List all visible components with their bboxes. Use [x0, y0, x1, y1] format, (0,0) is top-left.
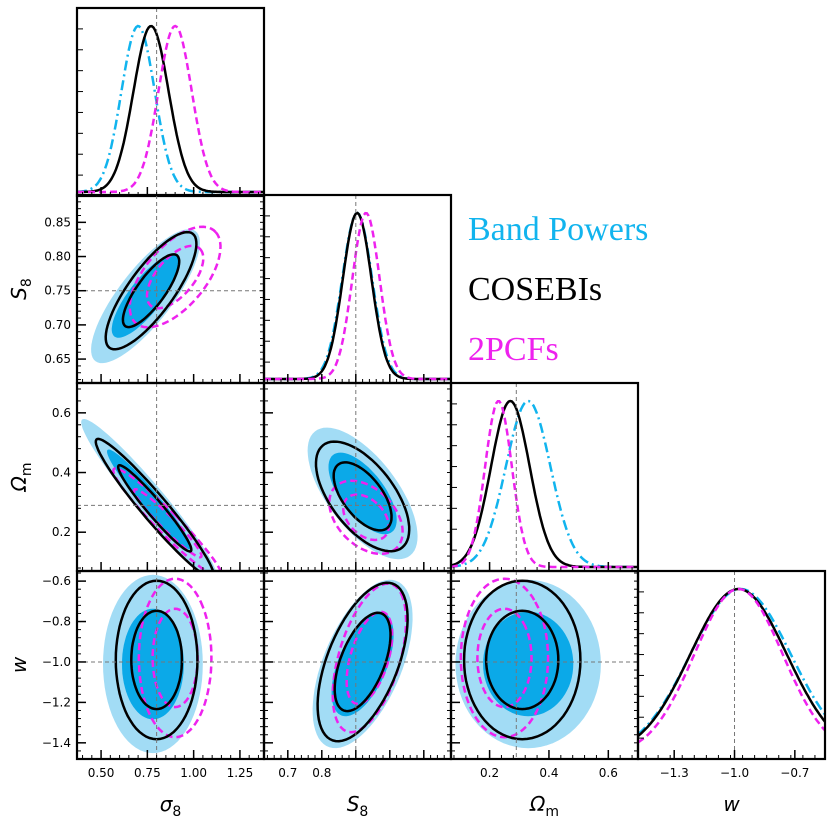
- x-tick-label: 0.8: [312, 766, 331, 780]
- legend-2pcfs: 2PCFs: [468, 331, 559, 368]
- contour-band-powers-68-Om_S8: [328, 452, 397, 535]
- y-tick-label: 0.6: [52, 406, 71, 420]
- y-tick-label: 0.85: [44, 215, 71, 229]
- panel-w-S8: [262, 569, 453, 761]
- y-tick-label: 0.70: [44, 318, 71, 332]
- y-tick-label: −1.2: [42, 695, 71, 709]
- marginal-band-powers-w: [638, 587, 825, 736]
- x-axis-label-S8: S8: [347, 792, 369, 820]
- x-tick-label: 0.7: [278, 766, 297, 780]
- contour-2pcfs-95-Om_S8: [328, 479, 404, 556]
- x-tick-label: −0.7: [780, 766, 809, 780]
- y-tick-label: 0.2: [52, 525, 71, 539]
- x-tick-label: 0.2: [480, 766, 499, 780]
- panel-S8-S8: [262, 193, 453, 385]
- y-tick-label: −0.8: [42, 615, 71, 629]
- panel-frame: [449, 381, 640, 573]
- x-tick-label: 1.00: [180, 766, 207, 780]
- y-axis-label-w: w: [7, 656, 31, 673]
- contour-band-powers-68-Om_s8: [107, 449, 192, 550]
- y-axis-label-Om: Ωm: [7, 463, 35, 493]
- x-tick-label: 1.25: [227, 766, 254, 780]
- legend-band-powers: Band Powers: [468, 211, 648, 248]
- panels-layer: [75, 6, 827, 761]
- contour-cosebis-95-Om_S8: [314, 440, 411, 553]
- y-tick-label: 0.65: [44, 352, 71, 366]
- marginal-2pcfs-w: [638, 587, 825, 744]
- marginal-cosebis-S8: [264, 211, 451, 381]
- x-axis-label-Om: Ωm: [529, 792, 559, 820]
- y-tick-label: −1.0: [42, 655, 71, 669]
- y-tick-label: 0.80: [44, 250, 71, 264]
- contour-cosebis-68-S8_s8: [121, 253, 181, 329]
- marginal-band-powers-s8: [77, 24, 264, 194]
- x-tick-label: 0.50: [88, 766, 115, 780]
- panel-w-Om: [449, 569, 640, 761]
- contour-cosebis-68-w_S8: [333, 611, 392, 713]
- contour-cosebis-95-w_s8: [114, 579, 199, 741]
- contour-2pcfs-68-w_Om: [476, 607, 533, 709]
- legend: Band Powers COSEBIs 2PCFs: [468, 211, 648, 368]
- panel-frame: [636, 569, 827, 761]
- contour-cosebis-95-Om_s8: [94, 437, 215, 571]
- contour-cosebis-95-w_S8: [316, 581, 409, 743]
- marginal-band-powers-S8: [264, 211, 451, 381]
- contour-band-powers-68-w_S8: [331, 611, 394, 717]
- x-tick-label: 0.4: [539, 766, 558, 780]
- marginal-2pcfs-Om: [451, 400, 638, 569]
- y-tick-label: −0.6: [42, 574, 71, 588]
- x-axis-label-s8: σ8: [160, 792, 182, 820]
- panel-w-w: [636, 569, 827, 761]
- panel-S8-s8: [75, 193, 266, 385]
- x-tick-label: −1.0: [720, 766, 749, 780]
- panel-frame: [262, 193, 453, 385]
- marginal-2pcfs-s8: [77, 24, 264, 194]
- y-axis-label-S8: S8: [7, 278, 35, 300]
- panel-w-s8: [75, 569, 266, 761]
- marginal-cosebis-w: [638, 587, 825, 737]
- panel-Om-Om: [449, 381, 640, 573]
- contour-2pcfs-95-S8_s8: [128, 225, 222, 329]
- x-tick-label: −1.3: [660, 766, 689, 780]
- contour-2pcfs-95-w_s8: [137, 577, 213, 739]
- contour-2pcfs-95-w_Om: [459, 577, 550, 739]
- marginal-2pcfs-S8: [264, 211, 451, 381]
- panel-Om-s8: [75, 381, 266, 573]
- y-tick-label: −1.4: [42, 736, 71, 750]
- panel-s8-s8: [75, 6, 266, 198]
- x-tick-label: 0.75: [134, 766, 161, 780]
- contour-cosebis-68-w_Om: [484, 609, 560, 711]
- axis-labels: 0.650.700.750.800.85S80.20.40.6Ωm−1.4−1.…: [7, 215, 809, 820]
- panel-Om-S8: [262, 381, 453, 573]
- contour-2pcfs-95-w_S8: [331, 582, 408, 734]
- x-tick-label: 0.6: [599, 766, 618, 780]
- contour-cosebis-68-Om_s8: [116, 464, 193, 553]
- contour-2pcfs-68-S8_s8: [145, 244, 205, 310]
- contour-band-powers-68-S8_s8: [111, 254, 180, 338]
- contour-cosebis-95-w_Om: [462, 579, 582, 741]
- contour-2pcfs-95-Om_s8: [112, 467, 223, 571]
- y-tick-label: 0.4: [52, 466, 71, 480]
- x-axis-label-w: w: [723, 792, 740, 816]
- legend-cosebis: COSEBIs: [468, 271, 602, 308]
- marginal-band-powers-Om: [451, 399, 638, 569]
- contour-cosebis-68-Om_S8: [332, 461, 393, 532]
- contour-cosebis-95-S8_s8: [104, 230, 198, 351]
- y-tick-label: 0.75: [44, 284, 71, 298]
- contour-cosebis-68-w_s8: [130, 609, 184, 711]
- contour-2pcfs-68-Om_s8: [132, 488, 203, 559]
- marginal-cosebis-Om: [451, 399, 638, 569]
